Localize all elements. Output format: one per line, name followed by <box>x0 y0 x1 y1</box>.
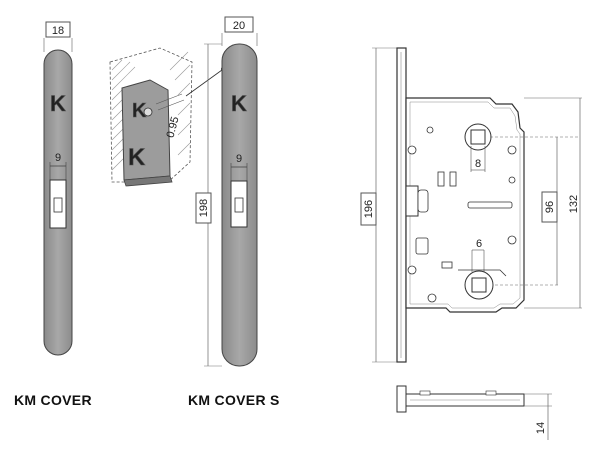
detail-view: K K 0.95 <box>109 47 225 187</box>
km-cover-caption: KM COVER <box>14 392 92 408</box>
detail-logo-bottom: K <box>128 144 146 171</box>
cover-logo: K <box>50 91 66 116</box>
cover-s-height-box <box>195 192 212 224</box>
lock-height-label: 196 <box>363 200 375 218</box>
lock-height-box <box>360 192 377 226</box>
lock-side-view: 14 <box>396 385 552 440</box>
lock-center-box <box>541 191 558 223</box>
cover-width-box <box>45 21 71 38</box>
cover-s-height-label: 198 <box>198 199 210 217</box>
cover-s-slot-label: 9 <box>236 153 242 165</box>
lock-spindle <box>470 129 486 145</box>
km-cover-s-caption: KM COVER S <box>188 392 280 408</box>
lock-plate-label: 132 <box>568 195 580 213</box>
cover-s-width-label: 20 <box>233 20 245 32</box>
lock-depth-label: 14 <box>535 422 547 434</box>
detail-thickness-label: 0.95 <box>165 115 182 139</box>
lock-faceplate <box>396 47 407 363</box>
lock-center-label: 96 <box>544 201 556 213</box>
km-cover-drawing: 18 K 9 <box>43 21 73 356</box>
lock-case <box>405 97 525 313</box>
cover-width-label: 18 <box>52 25 64 37</box>
lock-body-drawing: 196 8 <box>360 47 582 363</box>
lock-latch <box>405 185 419 217</box>
cover-s-width-box <box>224 16 254 33</box>
km-cover-s-drawing: 20 198 K 9 <box>195 16 258 367</box>
detail-leader <box>185 69 223 97</box>
detail-logo-top: K <box>132 100 147 122</box>
detail-plate <box>121 79 171 181</box>
cover-s-logo: K <box>231 91 247 116</box>
side-faceplate <box>396 385 407 413</box>
lock-cylinder <box>471 277 487 293</box>
lock-spindle-label: 8 <box>475 158 481 170</box>
lock-cylinder-label: 6 <box>476 238 482 250</box>
cover-slot-label: 9 <box>55 152 61 164</box>
